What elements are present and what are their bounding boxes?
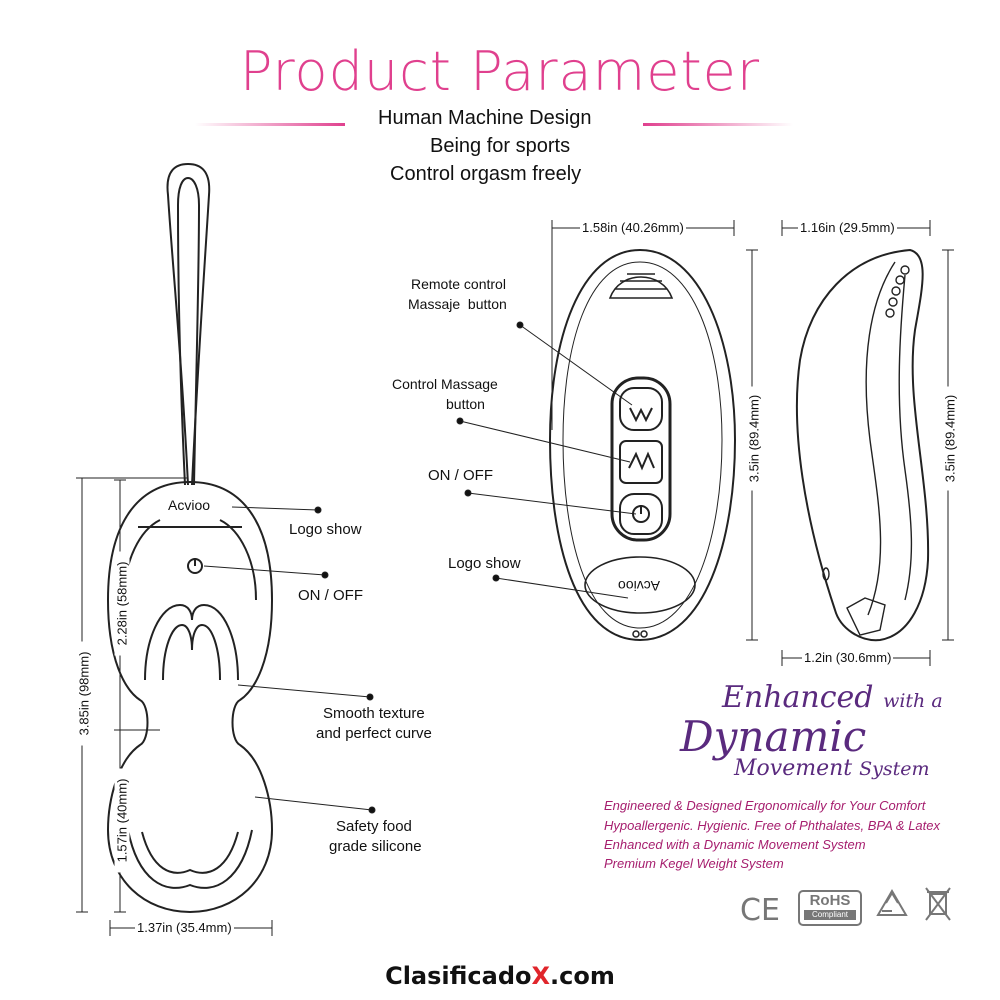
remote-side-bottom-width-label: 1.2in (30.6mm)	[802, 650, 894, 665]
recycle-icon	[876, 889, 908, 916]
egg-silicone-label-2: grade silicone	[329, 838, 422, 855]
callout-leaders	[203, 321, 637, 814]
egg-on-off-label: ON / OFF	[298, 587, 363, 604]
remote-front-width-label: 1.58in (40.26mm)	[580, 220, 686, 235]
weee-bin-icon	[925, 887, 951, 921]
egg-height-upper-label: 2.28in (58mm)	[114, 551, 130, 656]
watermark-x: X	[531, 962, 551, 990]
remote-front-height-label: 3.5in (89.4mm)	[746, 386, 762, 491]
marketing-dynamic: Dynamic	[680, 712, 867, 761]
remote-side-height-label: 3.5in (89.4mm)	[942, 386, 958, 491]
egg-tail-loop	[166, 162, 211, 486]
page-title: Product Parameter	[239, 40, 761, 103]
marketing-with-a: with a	[883, 690, 943, 712]
remote-top-bumps	[608, 273, 674, 299]
rohs-sublabel: Compliant	[804, 910, 856, 920]
feature-line-4: Premium Kegel Weight System	[604, 856, 784, 871]
egg-logo-show-label: Logo show	[289, 521, 362, 538]
watermark-part-3: .com	[550, 962, 615, 990]
control-massage-label-1: Control Massage	[392, 376, 498, 392]
marketing-line-3: Movement System	[734, 756, 930, 781]
egg-smile-groove	[127, 829, 253, 889]
remote-logo-show-label: Logo show	[448, 555, 521, 572]
watermark: ClasificadoX.com	[0, 962, 1000, 990]
tagline-1: Human Machine Design	[378, 107, 592, 129]
watermark-part-1: Clasificado	[385, 962, 532, 990]
marketing-enhanced: Enhanced	[722, 680, 874, 715]
rohs-badge: RoHS Compliant	[798, 890, 862, 926]
egg-u-groove	[144, 603, 239, 681]
rohs-label: RoHS	[809, 892, 851, 909]
remote-massage-label-1: Remote control	[411, 276, 506, 292]
feature-line-1: Engineered & Designed Ergonomically for …	[604, 798, 926, 813]
remote-on-off-label: ON / OFF	[428, 467, 493, 484]
control-massage-label-2: button	[446, 396, 485, 412]
marketing-line-1: Enhanced with a	[722, 680, 943, 715]
feature-line-3: Enhanced with a Dynamic Movement System	[604, 837, 866, 852]
tagline-3: Control orgasm freely	[390, 163, 582, 185]
marketing-movement: Movement	[734, 756, 853, 781]
remote-brand-text: Acvioo	[618, 578, 661, 594]
egg-width-label: 1.37in (35.4mm)	[135, 920, 234, 935]
remote-side-top-width-label: 1.16in (29.5mm)	[798, 220, 897, 235]
remote-button-panel	[610, 376, 672, 542]
egg-smooth-label-1: Smooth texture	[323, 705, 425, 722]
egg-body	[106, 480, 274, 914]
remote-side-outline	[795, 248, 930, 642]
egg-brand-text: Acvioo	[168, 497, 211, 513]
marketing-system: System	[859, 758, 930, 780]
feature-line-2: Hypoallergenic. Hygienic. Free of Phthal…	[604, 818, 941, 833]
tagline-2: Being for sports	[430, 135, 571, 157]
egg-height-total-label: 3.85in (98mm)	[76, 641, 92, 746]
egg-height-lower-label: 1.57in (40mm)	[114, 768, 130, 873]
remote-logo-oval	[584, 556, 696, 614]
ce-mark-icon: CE	[740, 893, 780, 928]
remote-front-outline	[548, 248, 737, 642]
egg-silicone-label-1: Safety food	[336, 818, 412, 835]
remote-massage-label-2: Massaje button	[408, 296, 507, 312]
egg-smooth-label-2: and perfect curve	[316, 725, 432, 742]
